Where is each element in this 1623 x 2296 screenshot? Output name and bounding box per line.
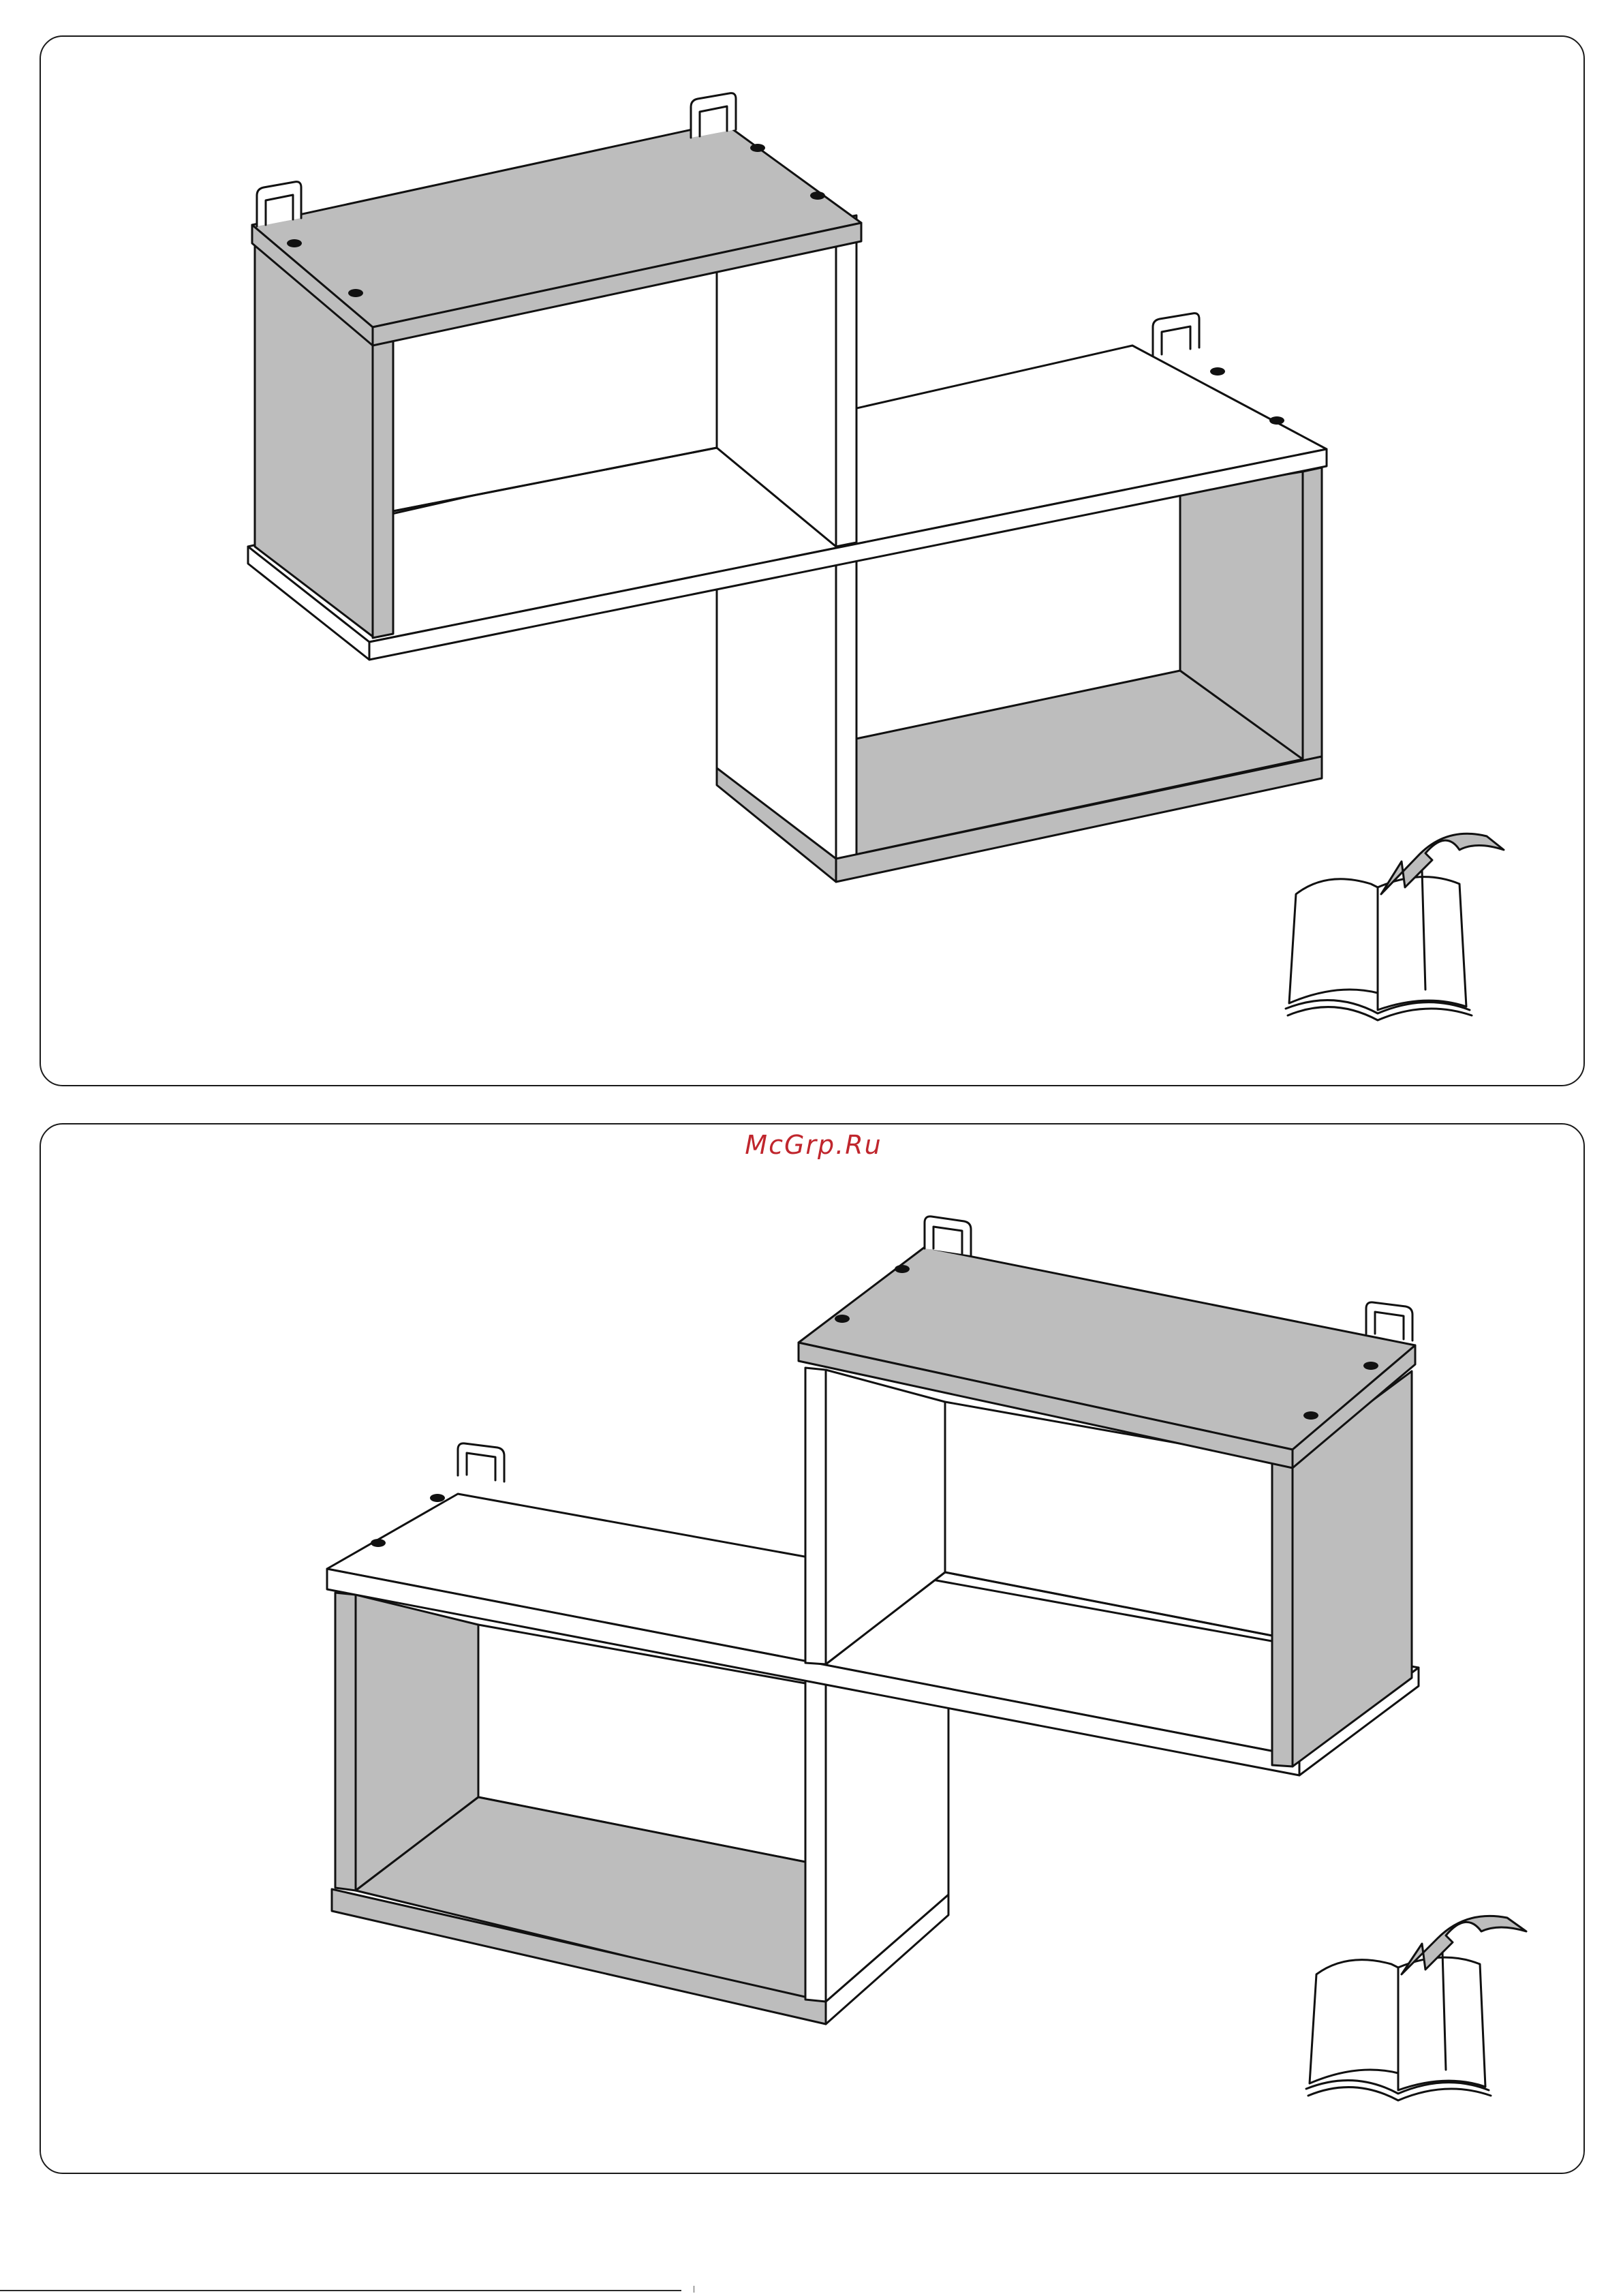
footer-rule xyxy=(0,2290,681,2291)
upper-box-right-upright xyxy=(836,215,856,547)
step-panel-top xyxy=(40,35,1585,1086)
lower-box-left-edge xyxy=(335,1593,356,1891)
shelf-illustration-top xyxy=(41,37,1586,1088)
upper-box-right-edge xyxy=(1272,1460,1293,1766)
lower-box-middle-upright xyxy=(805,1664,826,2002)
upper-box-left-upright xyxy=(805,1368,826,1664)
step-panel-bottom: McGrp.Ru xyxy=(40,1123,1585,2174)
footer-mark xyxy=(694,2286,698,2293)
open-book-with-page-turn-arrow-icon xyxy=(1286,833,1504,1020)
shelf-illustration-bottom xyxy=(41,1124,1586,2175)
upper-box-left-edge xyxy=(373,324,393,638)
open-book-with-page-turn-arrow-icon xyxy=(1306,1916,1526,2100)
lower-box-middle-upright xyxy=(836,542,856,861)
lower-box-right-edge xyxy=(1303,468,1322,761)
